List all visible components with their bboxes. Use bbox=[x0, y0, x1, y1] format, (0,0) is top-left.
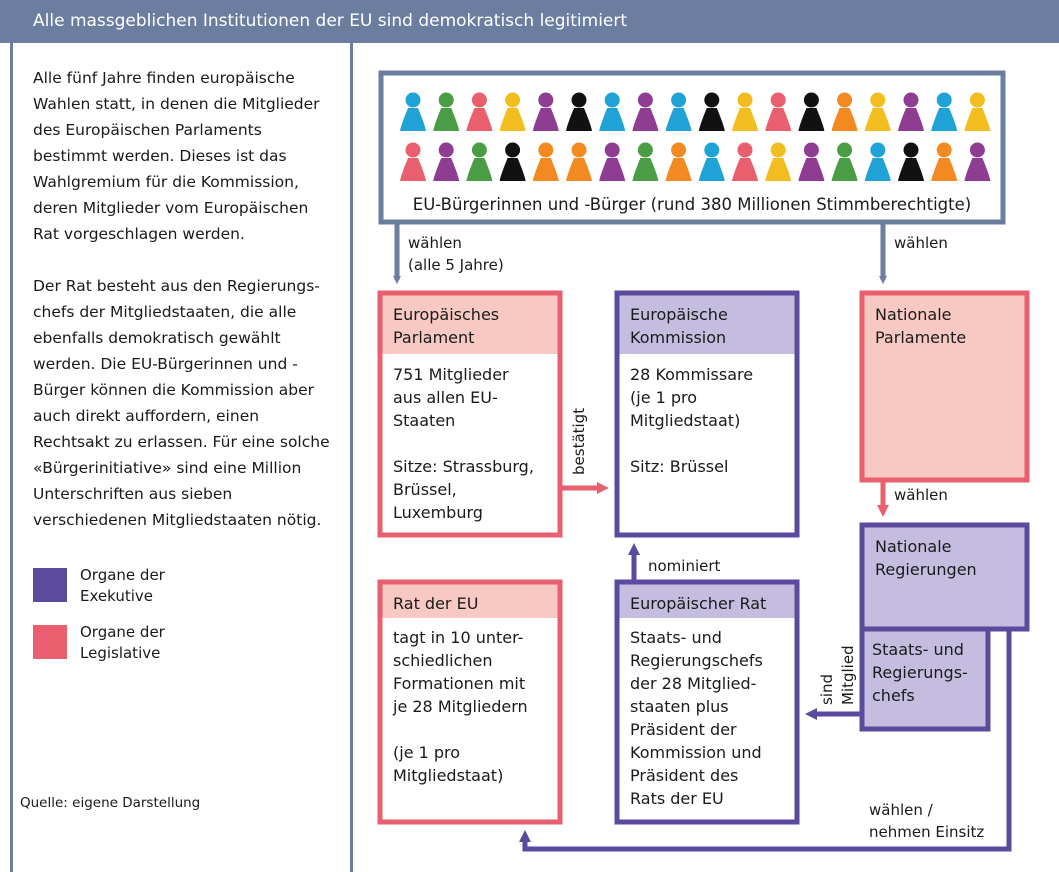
citizen-figure bbox=[665, 142, 692, 181]
citizen-figure bbox=[698, 92, 725, 131]
legend-label-executive: Organe der Exekutive bbox=[80, 566, 165, 605]
citizens-caption: EU-Bürgerinnen und -Bürger (rund 380 Mil… bbox=[413, 195, 971, 214]
citizen-figure bbox=[798, 142, 825, 181]
citizen-figure bbox=[499, 142, 526, 181]
box-body: tagt in 10 unter- schiedlichen Formation… bbox=[392, 628, 533, 785]
citizen-figure bbox=[632, 92, 659, 131]
intro-paragraph-1: Alle fünf Jahre finden europäische Wahle… bbox=[33, 69, 320, 243]
label-sind: sind bbox=[818, 674, 836, 705]
legend-swatch-executive bbox=[33, 568, 67, 602]
citizen-figure bbox=[532, 142, 559, 181]
left-panel: Alle fünf Jahre finden europäische Wahle… bbox=[10, 43, 353, 872]
citizen-figure bbox=[898, 142, 924, 181]
citizen-figure bbox=[532, 92, 559, 131]
page-title: Alle massgeblichen Institutionen der EU … bbox=[33, 11, 628, 31]
citizen-figure bbox=[599, 92, 626, 131]
citizens-row-2 bbox=[400, 142, 991, 181]
box-body: 28 Kommissare (je 1 pro Mitgliedstaat) S… bbox=[630, 365, 758, 476]
citizen-figure bbox=[632, 142, 659, 181]
label-waehlen-nationale-regierungen: wählen bbox=[894, 486, 948, 504]
citizen-figure bbox=[964, 92, 991, 131]
label-nominiert: nominiert bbox=[648, 557, 721, 575]
legend-swatch-legislative bbox=[33, 625, 67, 659]
citizen-figure bbox=[931, 92, 958, 131]
citizen-figure bbox=[864, 92, 891, 131]
header-bar: Alle massgeblichen Institutionen der EU … bbox=[0, 0, 1059, 43]
citizen-figure bbox=[732, 142, 758, 181]
arrow-waehlen-einsitz bbox=[519, 631, 1012, 852]
citizen-figure bbox=[698, 142, 725, 181]
citizen-figure bbox=[898, 92, 924, 131]
citizen-figure bbox=[400, 142, 426, 181]
citizen-figure bbox=[665, 92, 692, 131]
citizen-figure bbox=[798, 92, 825, 131]
citizen-figure bbox=[433, 92, 460, 131]
box-title: Rat der EU bbox=[393, 594, 478, 613]
box-title: Europäischer Rat bbox=[630, 594, 766, 613]
citizens-box bbox=[378, 70, 1006, 225]
citizen-figure bbox=[433, 142, 460, 181]
citizen-figure bbox=[964, 142, 991, 181]
label-waehlen-nehmen-einsitz: wählen /nehmen Einsitz bbox=[869, 801, 984, 841]
citizen-figure bbox=[466, 92, 493, 131]
label-bestaetigt: bestätigt bbox=[570, 408, 588, 475]
citizen-figure bbox=[732, 92, 758, 131]
intro-paragraph-2: Der Rat besteht aus den Regierungs­chefs… bbox=[33, 277, 330, 529]
citizen-figure bbox=[765, 142, 792, 181]
citizen-figure bbox=[864, 142, 891, 181]
citizen-figure bbox=[831, 142, 858, 181]
citizen-figure bbox=[831, 92, 858, 131]
citizen-figure bbox=[599, 142, 626, 181]
citizen-figure bbox=[566, 142, 592, 181]
citizen-figure bbox=[400, 92, 426, 131]
citizen-figure bbox=[765, 92, 792, 131]
citizen-figure bbox=[466, 142, 493, 181]
box-body: Staats- und Regierungschefs der 28 Mitgl… bbox=[630, 628, 768, 808]
box-body: 751 Mitglieder aus allen EU- Staaten Sit… bbox=[393, 365, 539, 522]
citizens-row-1 bbox=[400, 92, 991, 131]
box-europaeischer-rat: Europäischer Rat Staats- und Regierungsc… bbox=[614, 579, 800, 825]
label-mitglied: Mitglied bbox=[839, 645, 857, 705]
box-rat-der-eu: Rat der EU tagt in 10 unter- schiedliche… bbox=[377, 579, 563, 825]
label-waehlen-alle-5-jahre: wählen(alle 5 Jahre) bbox=[408, 234, 504, 274]
citizen-figure bbox=[931, 142, 958, 181]
label-waehlen-right: wählen bbox=[894, 234, 948, 252]
citizen-figure bbox=[566, 92, 592, 131]
source-note: Quelle: eigene Darstellung bbox=[20, 795, 201, 811]
legend-label-legislative: Organe der Legislative bbox=[80, 623, 165, 662]
citizen-figure bbox=[499, 92, 526, 131]
